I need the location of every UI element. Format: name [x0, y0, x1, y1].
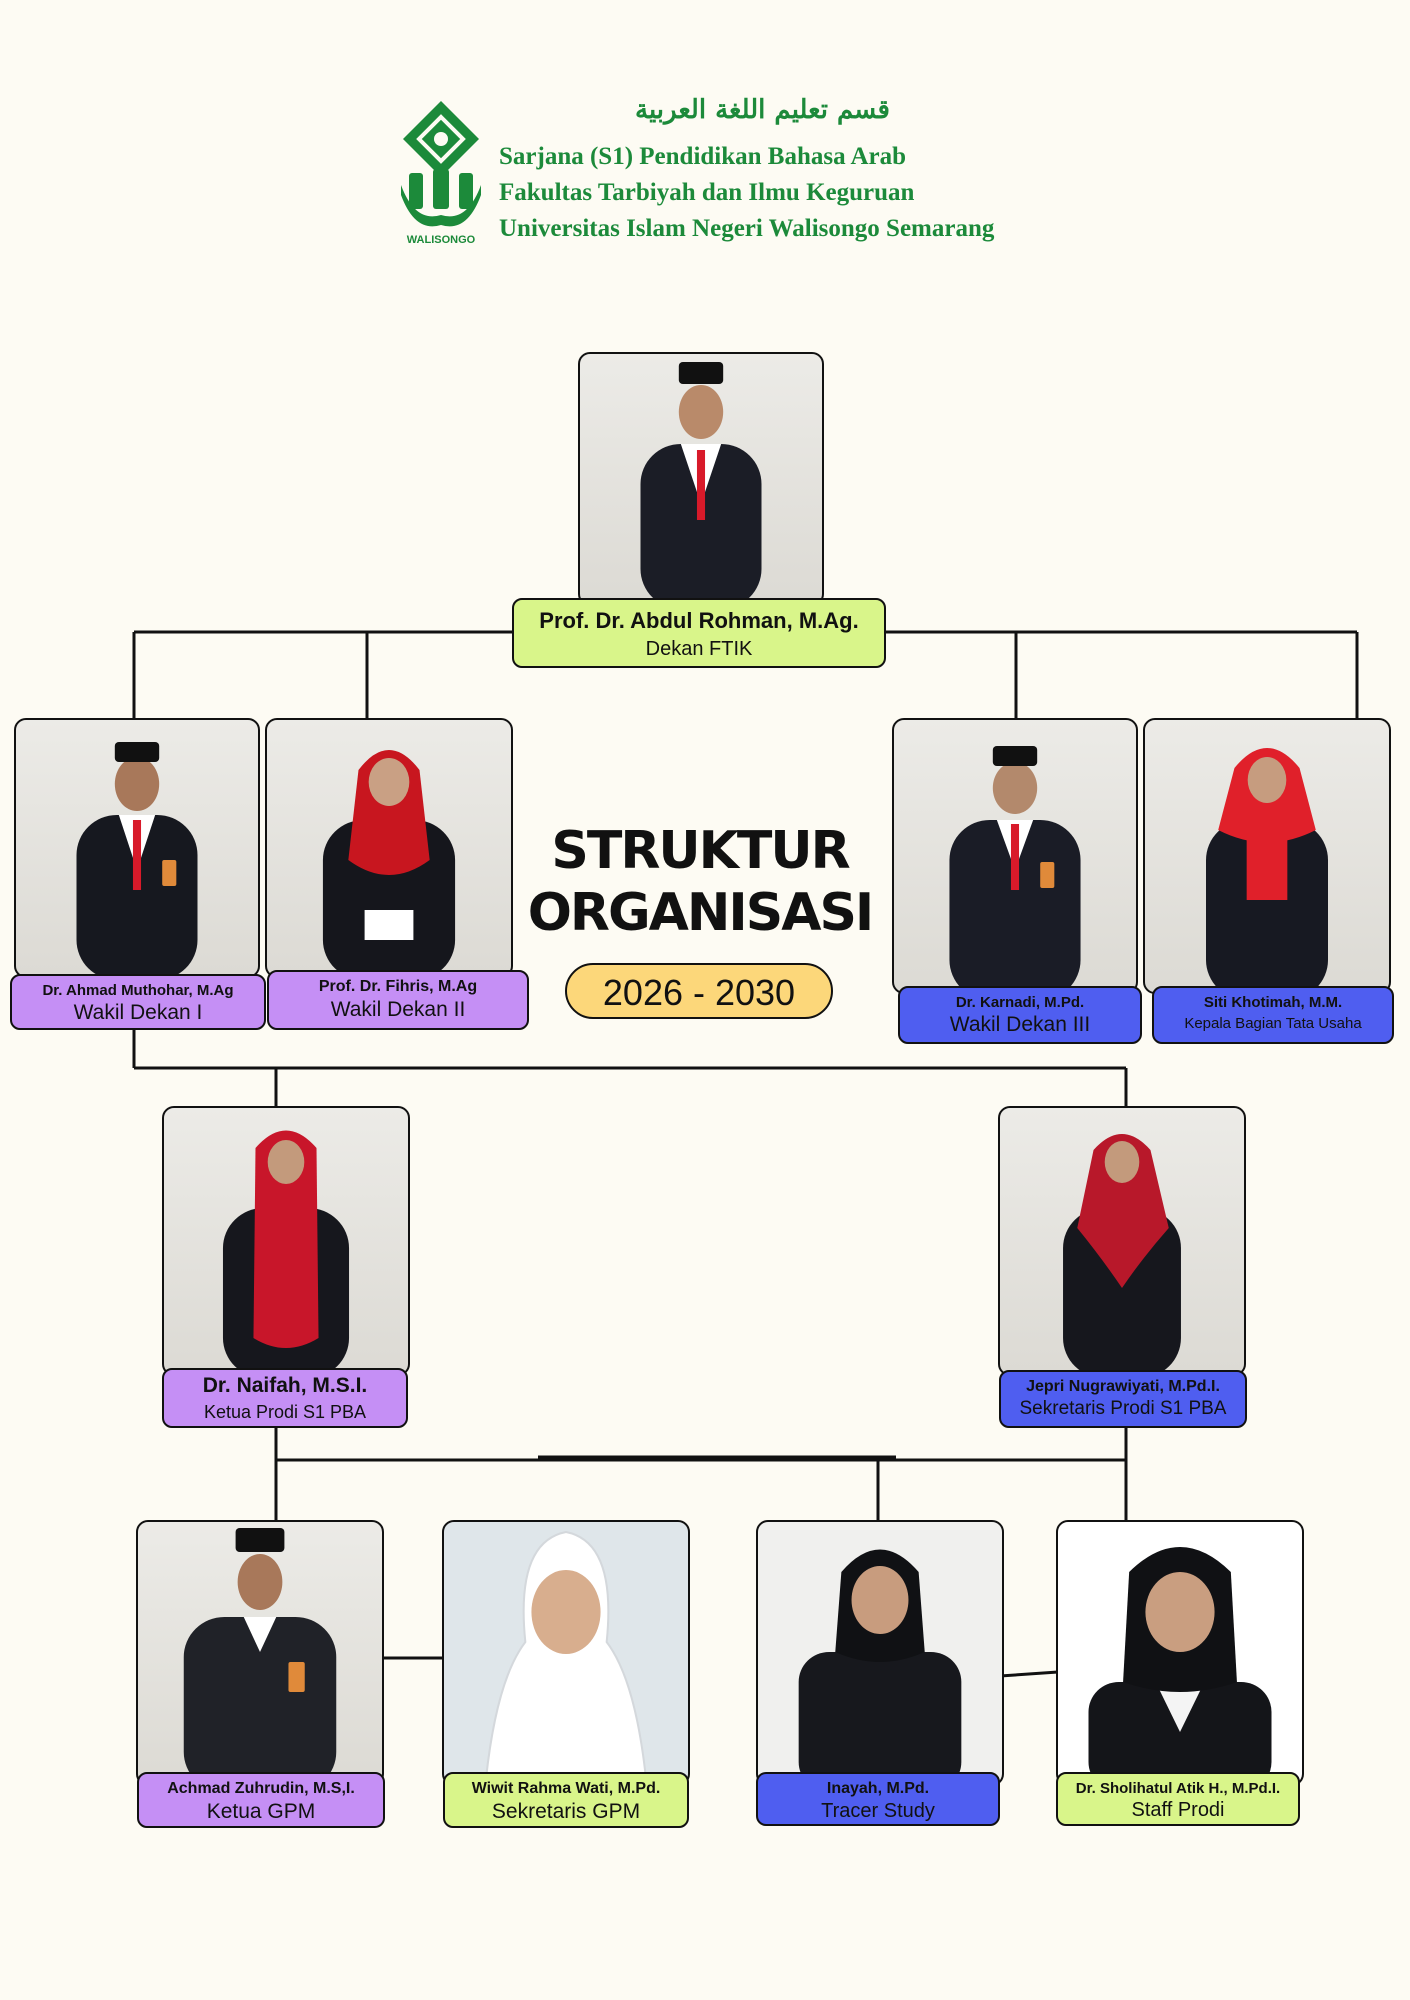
staff-photo — [1056, 1520, 1304, 1786]
kaprodi-photo — [162, 1106, 410, 1376]
dekan-name: Prof. Dr. Abdul Rohman, M.Ag. — [539, 608, 859, 633]
institution-header: WALISONGO قسم تعليم اللغة العربية Sarjan… — [395, 95, 1020, 247]
wd1-photo — [14, 718, 260, 978]
wd3-photo — [892, 718, 1138, 994]
dekan-photo — [578, 352, 824, 606]
kaprodi-tag: Dr. Naifah, M.S.I. Ketua Prodi S1 PBA — [162, 1368, 408, 1428]
period-badge: 2026 - 2030 — [565, 963, 833, 1019]
wd2-role: Wakil Dekan II — [330, 998, 466, 1021]
sgpm-role: Sekretaris GPM — [491, 1800, 641, 1823]
tracer-tag: Inayah, M.Pd. Tracer Study — [756, 1772, 1000, 1826]
dekan-tag: Prof. Dr. Abdul Rohman, M.Ag. Dekan FTIK — [512, 598, 886, 668]
wd2-photo — [265, 718, 513, 978]
sekprodi-photo — [998, 1106, 1246, 1376]
kaprodi-role: Ketua Prodi S1 PBA — [203, 1402, 367, 1422]
kgpm-role: Ketua GPM — [206, 1800, 316, 1823]
sekprodi-tag: Jepri Nugrawiyati, M.Pd.I. Sekretaris Pr… — [999, 1370, 1247, 1428]
faculty-name: Fakultas Tarbiyah dan Ilmu Keguruan — [499, 179, 915, 206]
tracer-photo — [756, 1520, 1004, 1786]
staff-tag: Dr. Sholihatul Atik H., M.Pd.I. Staff Pr… — [1056, 1772, 1300, 1826]
wd1-tag: Dr. Ahmad Muthohar, M.Ag Wakil Dekan I — [10, 974, 266, 1030]
staff-role: Staff Prodi — [1131, 1799, 1225, 1821]
sekprodi-role: Sekretaris Prodi S1 PBA — [1019, 1398, 1227, 1419]
kabag-role: Kepala Bagian Tata Usaha — [1184, 1015, 1362, 1032]
kabag-tag: Siti Khotimah, M.M. Kepala Bagian Tata U… — [1152, 986, 1394, 1044]
kgpm-name: Achmad Zuhrudin, M.S,I. — [167, 1780, 355, 1797]
university-name: Universitas Islam Negeri Walisongo Semar… — [499, 215, 995, 242]
walisongo-logo: WALISONGO — [395, 95, 487, 247]
staff-name: Dr. Sholihatul Atik H., M.Pd.I. — [1075, 1780, 1281, 1797]
dekan-role: Dekan FTIK — [645, 638, 753, 660]
sgpm-photo — [442, 1520, 690, 1786]
kabag-name: Siti Khotimah, M.M. — [1203, 994, 1343, 1011]
wd3-tag: Dr. Karnadi, M.Pd. Wakil Dekan III — [898, 986, 1142, 1044]
wd1-role: Wakil Dekan I — [73, 1001, 203, 1024]
sekprodi-name: Jepri Nugrawiyati, M.Pd.I. — [1026, 1378, 1220, 1395]
title-line-2: ORGANISASI — [527, 883, 875, 943]
chart-title: STRUKTUR ORGANISASI — [520, 820, 880, 944]
wd2-tag: Prof. Dr. Fihris, M.Ag Wakil Dekan II — [267, 970, 529, 1030]
tracer-name: Inayah, M.Pd. — [826, 1780, 930, 1797]
kgpm-photo — [136, 1520, 384, 1786]
logo-text: WALISONGO — [407, 234, 476, 246]
wd2-name: Prof. Dr. Fihris, M.Ag — [318, 978, 478, 995]
tracer-role: Tracer Study — [821, 1800, 935, 1822]
sgpm-name: Wiwit Rahma Wati, M.Pd. — [471, 1780, 661, 1797]
wd3-role: Wakil Dekan III — [949, 1013, 1091, 1036]
kgpm-tag: Achmad Zuhrudin, M.S,I. Ketua GPM — [137, 1772, 385, 1828]
title-line-1: STRUKTUR — [551, 821, 850, 881]
kaprodi-name: Dr. Naifah, M.S.I. — [202, 1374, 368, 1397]
wd3-name: Dr. Karnadi, M.Pd. — [955, 994, 1085, 1011]
sgpm-tag: Wiwit Rahma Wati, M.Pd. Sekretaris GPM — [443, 1772, 689, 1828]
kabag-photo — [1143, 718, 1391, 994]
arabic-title: قسم تعليم اللغة العربية — [635, 95, 890, 125]
wd1-name: Dr. Ahmad Muthohar, M.Ag — [42, 982, 234, 999]
program-name: Sarjana (S1) Pendidikan Bahasa Arab — [499, 143, 907, 170]
